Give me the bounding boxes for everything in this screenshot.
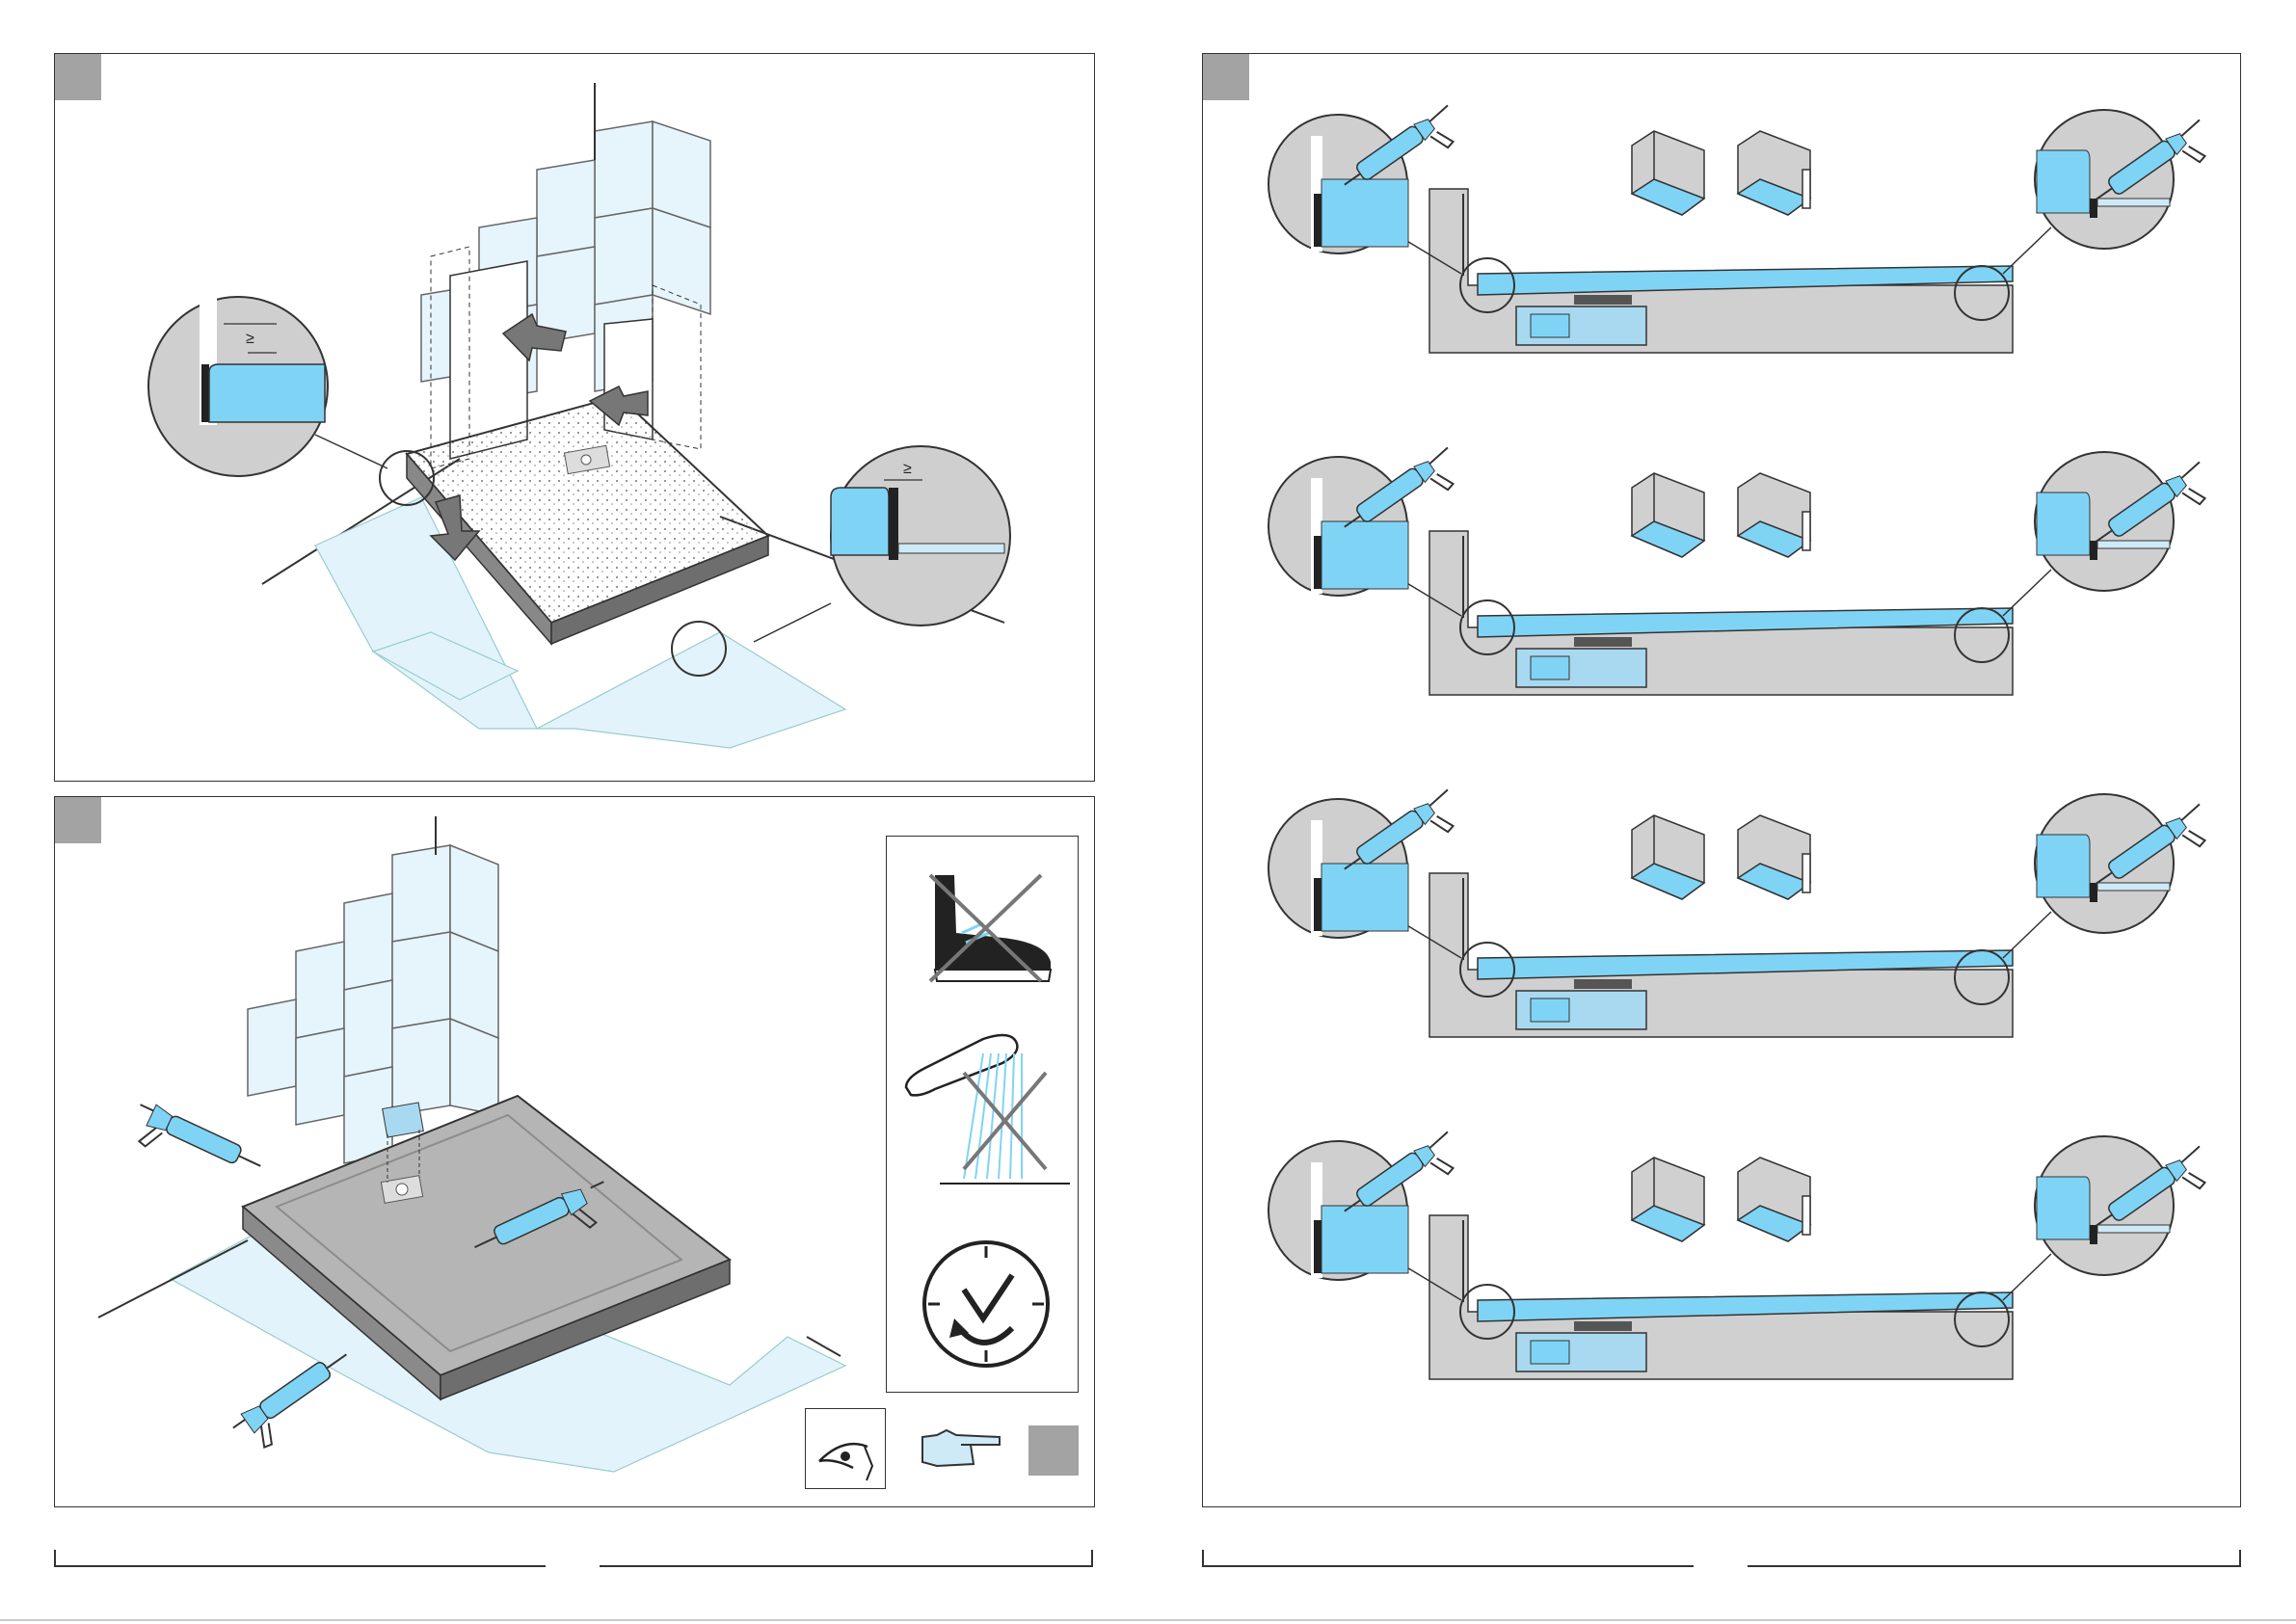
- wall-tiles: [248, 845, 498, 1163]
- detail-circle-left: ≥: [148, 295, 328, 476]
- pointing-hand-icon: [918, 1425, 1004, 1474]
- footer-rule: [54, 1565, 546, 1567]
- no-shoes-icon: [930, 875, 1051, 981]
- step-panel-1: ≥ ≥: [54, 53, 1095, 782]
- footer-rule: [1748, 1565, 2241, 1567]
- no-water-icon: [906, 1035, 1070, 1184]
- silicone-gun-icon: [125, 1099, 265, 1194]
- footer-tick: [1202, 1550, 1204, 1567]
- step-panel-2: [54, 796, 1095, 1507]
- eye-glyph: [805, 1408, 886, 1489]
- cross-section-variants: [1203, 54, 2242, 1508]
- next-step-badge: [1028, 1425, 1079, 1476]
- detail-circle-right: ≥: [831, 446, 1010, 626]
- cross-section-row-3: [1268, 786, 2220, 1037]
- footer-tick: [1091, 1550, 1093, 1567]
- tray-install-illustration: ≥ ≥: [55, 54, 1096, 783]
- footer-tick: [54, 1550, 56, 1567]
- clock-wait-icon: [924, 1242, 1048, 1366]
- cross-section-row-2: [1268, 444, 2220, 695]
- corner-option-cube: [1632, 131, 1704, 215]
- page-bottom-edge: [0, 1619, 2296, 1621]
- corner-option-wall: [1738, 131, 1810, 215]
- warning-icon-box: [886, 836, 1079, 1393]
- step-panel-3: [1202, 53, 2241, 1507]
- footer-rule: [1202, 1565, 1694, 1567]
- footer-tick: [2239, 1550, 2241, 1567]
- footer-rule: [600, 1565, 1093, 1567]
- cross-section-row-4: [1268, 1129, 2220, 1379]
- gap-symbol: ≥: [903, 461, 912, 477]
- gap-symbol: ≥: [246, 331, 254, 347]
